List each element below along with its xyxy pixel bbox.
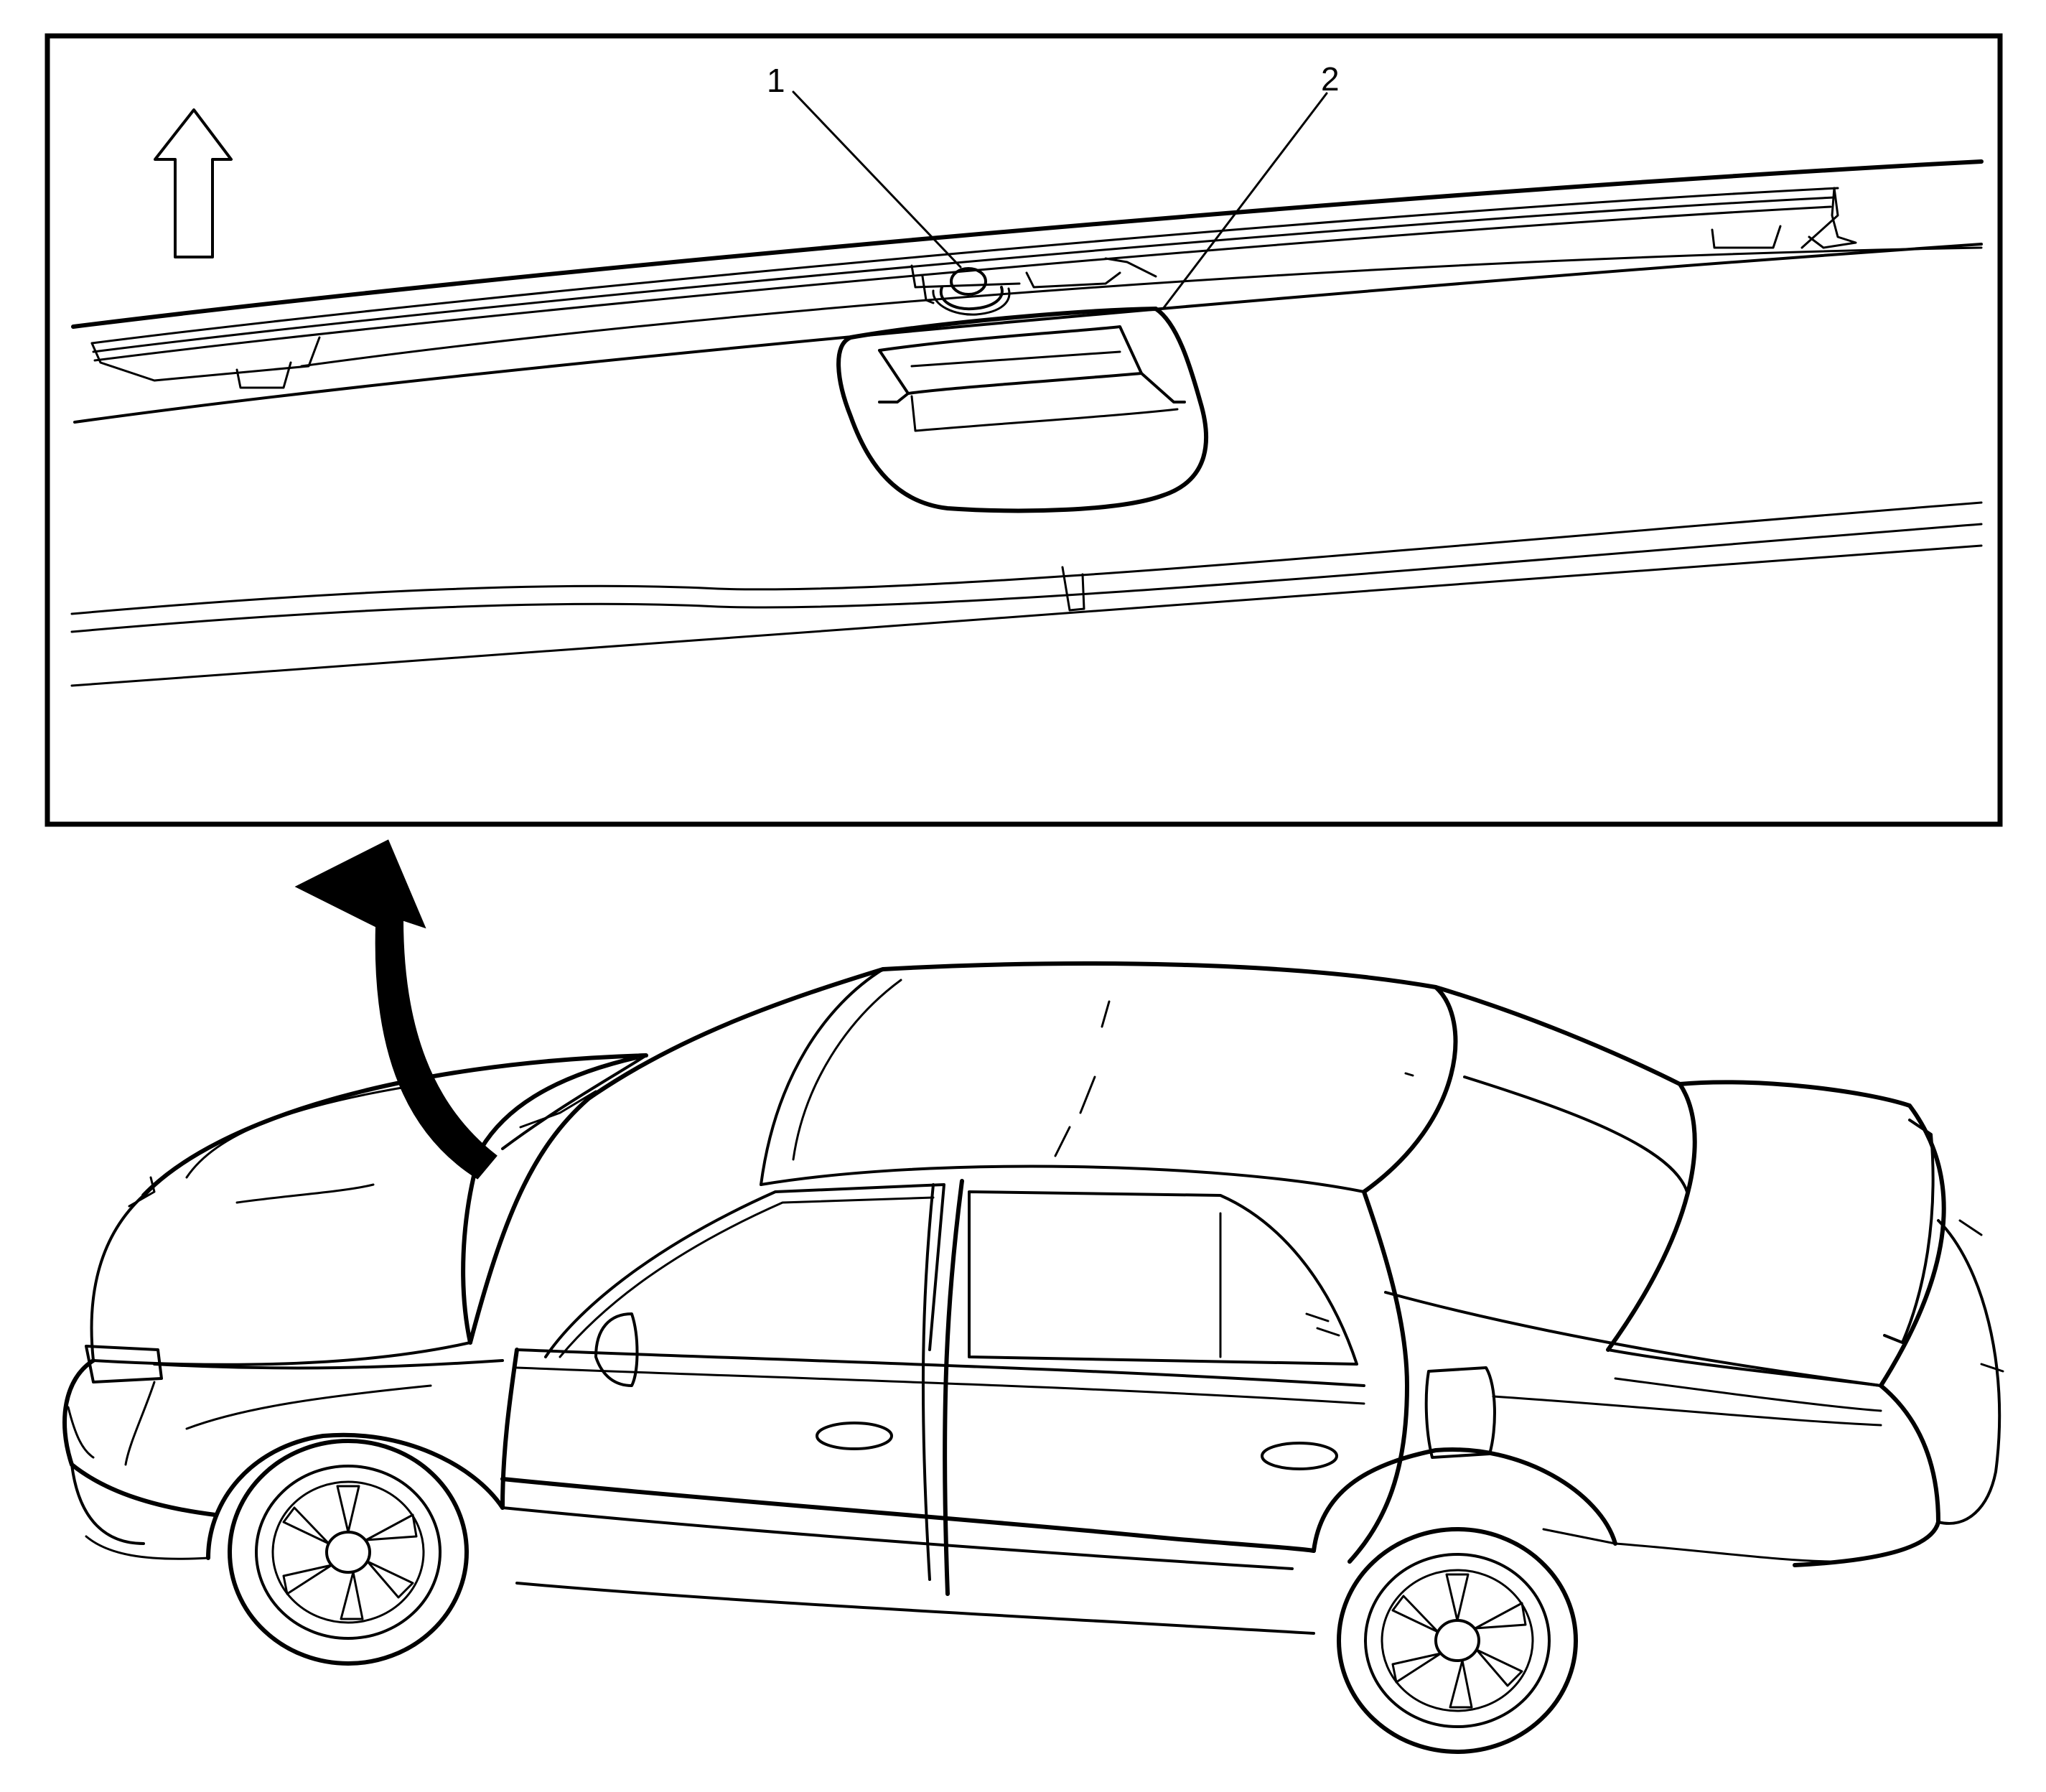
- part-1-fastener: [921, 267, 1011, 316]
- car-body: [62, 961, 2004, 1635]
- callout-2: 2: [1162, 60, 1340, 310]
- rear-wheel: [1337, 1527, 1578, 1754]
- part-2-overhead-module: [836, 307, 1209, 513]
- detail-view: 1 2: [45, 33, 2003, 827]
- up-arrow-icon: [154, 108, 233, 258]
- vehicle-overview: [62, 839, 2004, 1754]
- callout-1-label: 1: [767, 62, 785, 99]
- front-wheel: [228, 1439, 469, 1666]
- detail-frame: [45, 33, 2003, 827]
- curved-arrow-icon: [294, 839, 498, 1180]
- callout-2-label: 2: [1321, 60, 1340, 98]
- inset-lower-trim: [70, 501, 1983, 687]
- callout-1: 1: [767, 62, 962, 269]
